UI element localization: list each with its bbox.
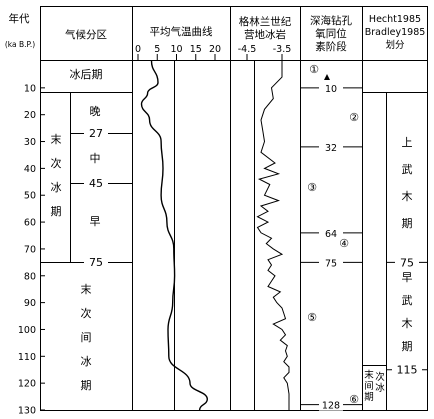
deepsea-label-bg: [319, 398, 343, 411]
sub-early: 早: [90, 215, 101, 228]
hecht-115-label: 115: [397, 364, 418, 377]
age-tick-label: 120: [18, 379, 36, 390]
deepsea-age-label: 32: [325, 143, 337, 154]
deepsea-stage-label: ①: [309, 63, 319, 76]
deepsea-label-bg: [319, 140, 343, 153]
hecht-interglacial-char: 间: [364, 380, 374, 392]
temperature-tick-label: 15: [190, 44, 202, 55]
deepsea-age-label: 64: [325, 229, 337, 240]
interglacial-char: 间: [81, 331, 92, 344]
age-tick-label: 80: [24, 271, 36, 282]
hecht-lower-char: 期: [402, 340, 413, 353]
hecht-75-label: 75: [400, 256, 414, 269]
age-tick-label: 10: [24, 83, 36, 94]
deepsea-label-bg: [319, 81, 343, 94]
hecht-interglacial-char: 末: [364, 369, 374, 381]
deepsea-header-line3: 素阶段: [315, 40, 347, 53]
deepsea-age-label: 128: [322, 401, 340, 412]
hecht-lower-char: 早: [402, 271, 413, 284]
temperature-curve: [140, 60, 209, 411]
deepsea-stage-label: ③: [307, 181, 317, 194]
greenland-header-line1: 格林兰世纪: [239, 15, 292, 28]
age-unit: (ka B.P.): [5, 40, 35, 49]
sub-late: 晚: [90, 105, 101, 118]
glacial-char: 末: [51, 132, 62, 146]
temperature-tick-label: 0: [135, 44, 141, 55]
postglacial-label: 冰后期: [70, 68, 103, 81]
label-45-bg: [84, 176, 108, 190]
interglacial-char: 冰: [81, 355, 92, 368]
deepsea-header-line2: 氧同位: [315, 27, 347, 40]
hecht-interglacial-char: 次: [375, 371, 385, 383]
temperature-tick-label: 20: [209, 44, 221, 55]
hecht-header-line1: Hecht1985: [369, 14, 421, 25]
deepsea-header-line1: 深海钻孔: [310, 14, 352, 27]
boundary-27-label: 27: [89, 127, 103, 140]
greenland-curve: [256, 61, 290, 410]
age-tick-label: 70: [24, 244, 36, 255]
hecht-header-line2: Bradley1985: [365, 27, 426, 38]
temperature-header: 平均气温曲线: [150, 25, 213, 38]
temperature-tick-label: 5: [154, 44, 160, 55]
climate-zone-header: 气候分区: [65, 28, 107, 41]
outer-frame: [40, 6, 428, 411]
deepsea-stage-label: ②: [349, 111, 359, 124]
deepsea-stage-label: ④: [339, 237, 349, 250]
age-tick-label: 130: [18, 406, 36, 417]
temperature-scale: 0 5 10 15 20: [135, 44, 221, 60]
hecht-upper-char: 期: [402, 217, 413, 230]
hecht-header-line3: 划分: [385, 39, 405, 51]
greenland-header-line2: 营地冰岩: [244, 28, 286, 41]
deepsea-age-label: 75: [325, 258, 337, 269]
age-tick-label: 60: [24, 218, 36, 229]
age-tick-label: 90: [24, 298, 36, 309]
sub-mid: 中: [90, 152, 101, 165]
age-axis: 10 20 30 40 50 60 70 80 90 100 110 120 130: [18, 83, 45, 417]
hecht-interglacial-char: 期: [364, 392, 374, 403]
hecht-interglacial-char: 冰: [375, 382, 385, 394]
deepsea-age-label: 10: [325, 84, 337, 95]
age-tick-label: 50: [24, 191, 36, 202]
glacial-char: 次: [51, 156, 62, 170]
greenland-tick-label: -4.5: [238, 44, 257, 55]
hecht-upper-char: 木: [402, 190, 413, 203]
triangle-marker-icon: [324, 74, 330, 80]
interglacial-char: 次: [81, 306, 92, 320]
interglacial-char: 期: [81, 379, 92, 392]
greenland-tick-label: -3.5: [273, 44, 292, 55]
age-tick-label: 100: [18, 325, 36, 336]
age-title: 年代: [9, 12, 30, 25]
boundary-45-label: 45: [89, 177, 103, 190]
hecht-115-bg: [392, 362, 422, 377]
label-75-bg: [84, 256, 108, 269]
deepsea-stages: 10 32 64 75 128 ① ② ③ ④ ⑤ ⑥: [300, 63, 362, 412]
glacial-char: 冰: [51, 181, 62, 194]
deepsea-label-bg: [319, 256, 343, 269]
boundary-75-label: 75: [89, 256, 103, 269]
age-tick-label: 30: [24, 137, 36, 148]
glacial-char: 期: [51, 205, 62, 218]
age-tick-label: 20: [24, 110, 36, 121]
deepsea-stage-label: ⑤: [307, 311, 317, 324]
hecht-75-bg: [395, 255, 419, 270]
greenland-scale: -4.5 -3.5: [238, 44, 292, 60]
hecht-lower-char: 武: [402, 294, 413, 307]
age-tick-label: 110: [18, 352, 36, 363]
hecht-upper-char: 上: [402, 136, 413, 149]
hecht-upper-char: 武: [402, 163, 413, 176]
deepsea-label-bg: [319, 226, 343, 239]
hecht-lower-char: 木: [402, 317, 413, 330]
deepsea-stage-label: ⑥: [349, 393, 359, 406]
interglacial-char: 末: [81, 282, 92, 296]
temperature-tick-label: 10: [170, 44, 182, 55]
label-27-bg: [84, 126, 108, 140]
age-tick-label: 40: [24, 164, 36, 175]
